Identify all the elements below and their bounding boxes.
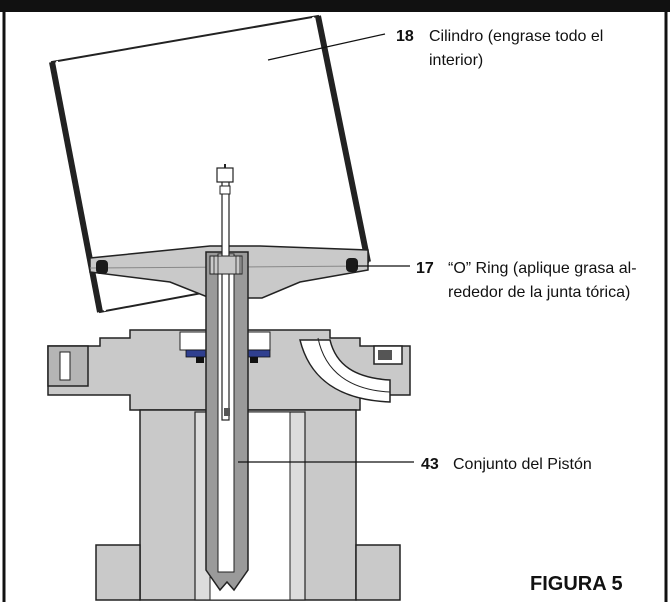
callout-18-line-1: Cilindro (engrase todo el (429, 28, 603, 45)
o-ring-right (346, 258, 358, 272)
piston-assembly (205, 164, 249, 592)
callout-43-line-1: Conjunto del Pistón (453, 456, 592, 473)
callout-17: 17 “O” Ring (aplique grasa al- rededor d… (416, 260, 637, 301)
leader-18 (267, 33, 386, 61)
callout-18-line-2: interior) (429, 52, 483, 69)
callout-18: 18 Cilindro (engrase todo el interior) (396, 28, 603, 69)
callout-18-number: 18 (396, 28, 414, 45)
callout-17-line-2: rededor de la junta tórica) (448, 284, 630, 301)
callout-43-number: 43 (421, 456, 439, 473)
callout-17-number: 17 (416, 260, 434, 277)
callout-17-line-1: “O” Ring (aplique grasa al- (448, 260, 637, 277)
o-ring-left (96, 260, 108, 274)
figure-label: FIGURA 5 (530, 573, 623, 595)
callout-43: 43 Conjunto del Pistón (421, 456, 592, 473)
top-bar (0, 0, 670, 12)
outlet-pipe (299, 337, 403, 403)
